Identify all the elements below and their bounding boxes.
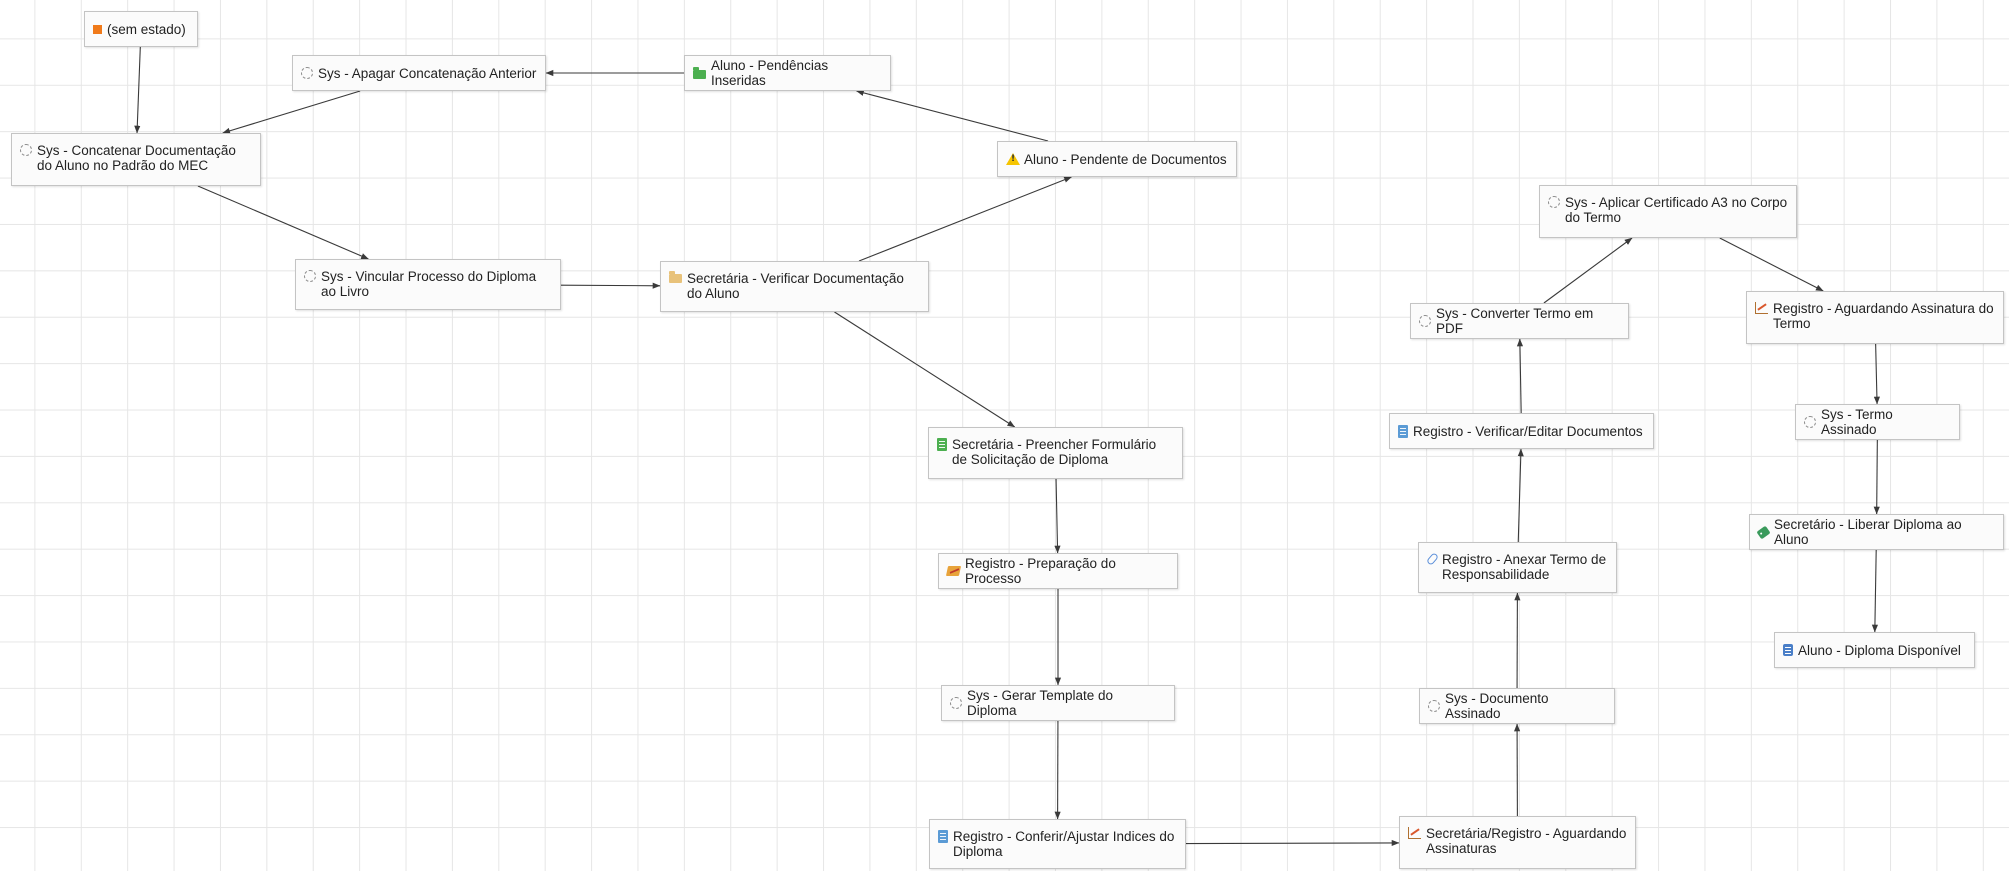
gear-icon xyxy=(1428,700,1440,712)
orange-square-icon xyxy=(93,24,102,34)
chart-icon xyxy=(1755,302,1768,314)
state-node-converter-pdf[interactable]: Sys - Converter Termo em PDF xyxy=(1410,303,1629,339)
folder-icon xyxy=(693,67,706,79)
warning-icon xyxy=(1006,153,1020,165)
state-node-gerar-template[interactable]: Sys - Gerar Template do Diploma xyxy=(941,685,1175,721)
state-label: Sys - Vincular Processo do Diploma ao Li… xyxy=(321,269,537,299)
transition-arrow-verificar-documentacao-to-preencher-formulario xyxy=(834,311,1016,428)
state-node-documento-assinado[interactable]: Sys - Documento Assinado xyxy=(1419,688,1615,724)
state-node-verificar-documentacao[interactable]: Secretária - Verificar Documentação do A… xyxy=(660,261,929,312)
state-label: Secretária - Preencher Formulário de Sol… xyxy=(952,437,1157,467)
state-label: Registro - Verificar/Editar Documentos xyxy=(1413,423,1643,439)
state-label: Aluno - Pendências Inseridas xyxy=(711,58,829,88)
state-label: Aluno - Pendente de Documentos xyxy=(1024,151,1227,167)
state-node-aplicar-certificado[interactable]: Sys - Aplicar Certificado A3 no Corpo do… xyxy=(1539,185,1797,238)
state-label: Registro - Conferir/Ajustar Indices do D… xyxy=(953,829,1175,859)
state-node-preencher-formulario[interactable]: Secretária - Preencher Formulário de Sol… xyxy=(928,427,1183,479)
scroll-icon xyxy=(1783,644,1793,656)
transition-arrow-conferir-indices-to-aguardando-assinaturas xyxy=(1185,839,1400,846)
state-node-liberar-diploma[interactable]: Secretário - Liberar Diploma ao Aluno xyxy=(1749,514,2004,550)
transition-arrow-verificar-editar-to-converter-pdf xyxy=(1516,338,1524,414)
gear-icon xyxy=(301,67,313,79)
state-label: Secretária - Verificar Documentação do A… xyxy=(687,271,904,301)
state-node-apagar-concatenacao[interactable]: Sys - Apagar Concatenação Anterior xyxy=(292,55,546,91)
transition-arrow-concatenar-documentacao-to-vincular-processo xyxy=(197,185,369,260)
pencil-icon xyxy=(945,566,962,576)
state-node-conferir-indices[interactable]: Registro - Conferir/Ajustar Indices do D… xyxy=(929,819,1186,869)
state-label: Registro - Anexar Termo de Responsabilid… xyxy=(1442,552,1607,582)
transition-arrow-sem-estado-to-concatenar-documentacao xyxy=(134,46,141,134)
state-node-anexar-termo[interactable]: Registro - Anexar Termo de Responsabilid… xyxy=(1418,542,1617,593)
transition-arrow-aplicar-certificado-to-aguardando-assinatura-termo xyxy=(1719,237,1824,292)
state-node-concatenar-documentacao[interactable]: Sys - Concatenar Documentação do Aluno n… xyxy=(11,133,261,186)
state-node-aguardando-assinatura-termo[interactable]: Registro - Aguardando Assinatura do Term… xyxy=(1746,291,2004,344)
state-node-aluno-pendente-documentos[interactable]: Aluno - Pendente de Documentos xyxy=(997,141,1237,177)
transition-arrow-preencher-formulario-to-preparacao-processo xyxy=(1054,478,1061,554)
gear-icon xyxy=(20,144,32,156)
transition-arrow-vincular-processo-to-verificar-documentacao xyxy=(560,282,661,289)
state-node-aluno-pendencias-inseridas[interactable]: Aluno - Pendências Inseridas xyxy=(684,55,891,91)
state-node-diploma-disponivel[interactable]: Aluno - Diploma Disponível xyxy=(1774,632,1975,668)
state-label: Registro - Preparação do Processo xyxy=(965,556,1116,586)
transition-arrow-aguardando-assinatura-termo-to-termo-assinado xyxy=(1873,343,1880,405)
transition-arrow-termo-assinado-to-liberar-diploma xyxy=(1873,439,1880,515)
state-node-sem-estado[interactable]: (sem estado) xyxy=(84,11,198,47)
state-label: Sys - Gerar Template do Diploma xyxy=(967,688,1114,718)
state-node-vincular-processo[interactable]: Sys - Vincular Processo do Diploma ao Li… xyxy=(295,259,561,310)
state-label: Sys - Converter Termo em PDF xyxy=(1436,306,1594,336)
transition-arrow-anexar-termo-to-verificar-editar xyxy=(1517,448,1524,543)
gear-icon xyxy=(950,697,962,709)
state-label: Secretário - Liberar Diploma ao Aluno xyxy=(1774,517,1962,547)
gear-icon xyxy=(1804,416,1816,428)
folder-icon xyxy=(669,271,682,283)
state-label: Secretária/Registro - Aguardando Assinat… xyxy=(1426,826,1627,856)
state-label: Sys - Termo Assinado xyxy=(1821,407,1893,437)
paperclip-icon xyxy=(1425,552,1440,566)
gear-icon xyxy=(304,270,316,282)
state-label: Sys - Documento Assinado xyxy=(1445,691,1549,721)
state-node-aguardando-assinaturas[interactable]: Secretária/Registro - Aguardando Assinat… xyxy=(1399,816,1636,869)
transition-arrow-liberar-diploma-to-diploma-disponivel xyxy=(1871,549,1879,633)
document-icon xyxy=(937,438,947,451)
state-node-termo-assinado[interactable]: Sys - Termo Assinado xyxy=(1795,404,1960,440)
chart-icon xyxy=(1408,827,1421,839)
state-label: Aluno - Diploma Disponível xyxy=(1798,642,1961,658)
state-label: Sys - Aplicar Certificado A3 no Corpo do… xyxy=(1565,195,1788,225)
document-icon xyxy=(1398,424,1408,438)
gear-icon xyxy=(1548,196,1560,208)
transition-arrow-verificar-documentacao-to-aluno-pendente-documentos xyxy=(858,176,1072,262)
document-icon xyxy=(938,830,948,843)
state-node-verificar-editar[interactable]: Registro - Verificar/Editar Documentos xyxy=(1389,413,1654,449)
state-label: (sem estado) xyxy=(107,21,186,37)
transition-arrow-aluno-pendente-documentos-to-aluno-pendencias-inseridas xyxy=(856,89,1049,142)
transition-arrow-converter-pdf-to-aplicar-certificado xyxy=(1543,237,1633,304)
state-label: Sys - Apagar Concatenação Anterior xyxy=(318,65,537,81)
state-label: Registro - Aguardando Assinatura do Term… xyxy=(1773,301,1994,331)
transition-arrow-apagar-concatenacao-to-concatenar-documentacao xyxy=(222,90,361,134)
tag-icon xyxy=(1756,525,1771,539)
state-node-preparacao-processo[interactable]: Registro - Preparação do Processo xyxy=(938,553,1178,589)
state-label: Sys - Concatenar Documentação do Aluno n… xyxy=(37,143,236,173)
gear-icon xyxy=(1419,315,1431,327)
